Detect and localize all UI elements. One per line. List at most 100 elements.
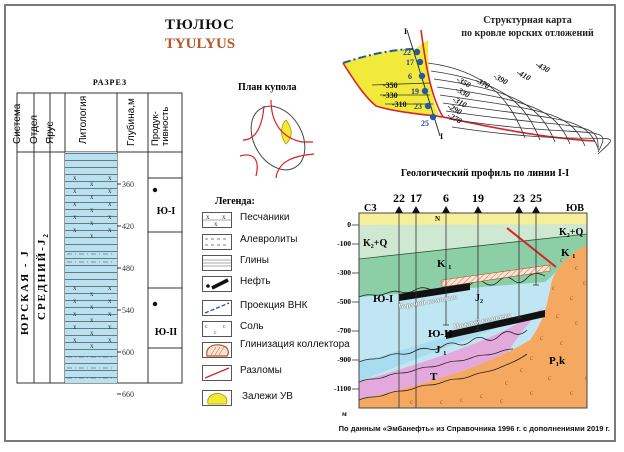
structure-map-title: Структурная карта по кровле юрских отлож… bbox=[440, 14, 615, 40]
sandstone-mark: x bbox=[90, 342, 94, 350]
dome-outline bbox=[250, 105, 306, 171]
salt-mark: c bbox=[575, 264, 578, 272]
map-well-label: 23 bbox=[414, 102, 422, 111]
contour-line bbox=[436, 86, 571, 145]
contour-line bbox=[439, 94, 586, 147]
map-well-19 bbox=[421, 87, 429, 95]
well-marker-icon bbox=[412, 206, 420, 213]
salt-mark: c bbox=[560, 256, 563, 264]
oil-pool-lower bbox=[446, 310, 545, 339]
well-marker-icon bbox=[395, 206, 403, 213]
sandstone-mark: x bbox=[90, 290, 94, 298]
sandstone-mark: x bbox=[73, 297, 77, 305]
layer-label-k2q-right: K₂+Q bbox=[559, 227, 584, 238]
salt-mark: c bbox=[440, 398, 443, 406]
fault-line bbox=[270, 99, 313, 143]
salt-icon: ccc bbox=[202, 321, 232, 337]
direction-nw: СЗ bbox=[364, 203, 377, 214]
legend-label: Алевролиты bbox=[240, 234, 298, 245]
profile-depth-label: -900 bbox=[337, 355, 351, 364]
contour-line bbox=[448, 118, 604, 153]
sandstone-mark: x bbox=[90, 232, 94, 240]
horizon-yu2: Ю-II bbox=[154, 327, 178, 338]
well-marker-icon bbox=[532, 206, 540, 213]
profile-border bbox=[358, 212, 588, 409]
sandstone-mark: x bbox=[73, 310, 77, 318]
contour-label: -310 bbox=[392, 100, 407, 109]
layer-label-n: N bbox=[435, 215, 441, 223]
salt-mark: c bbox=[530, 354, 533, 362]
field-title-ru: ТЮЛЮС bbox=[164, 17, 236, 33]
sandstone-mark: x bbox=[73, 200, 77, 208]
source-footnote: По данным «Эмбанефть» из Справочника 199… bbox=[338, 424, 610, 433]
salt-mark: c bbox=[560, 339, 563, 347]
lithology-fill bbox=[65, 152, 117, 383]
salt-mark: c bbox=[575, 319, 578, 327]
layer-label-k1: K ₁ bbox=[437, 258, 452, 270]
depth-unit: м bbox=[342, 410, 347, 418]
sandstone-mark: x bbox=[108, 200, 112, 208]
map-well-label: 6 bbox=[408, 72, 412, 81]
map-well-23 bbox=[424, 102, 432, 110]
svg-text:x: x bbox=[206, 213, 210, 221]
well-marker-icon bbox=[474, 206, 482, 213]
salt-mark: c bbox=[530, 389, 533, 397]
fault-line-east bbox=[420, 29, 444, 118]
fault-line bbox=[242, 105, 265, 141]
salt-mark: c bbox=[583, 279, 586, 287]
svg-text:x: x bbox=[214, 220, 218, 228]
svg-text:c: c bbox=[214, 330, 217, 336]
legend-label: Песчаники bbox=[240, 212, 290, 223]
profile-depth-label: 0 bbox=[347, 220, 351, 229]
structure-map: 22176192325-350-330-310-270-290-310-330-… bbox=[342, 29, 612, 155]
sandstone-mark: x bbox=[108, 284, 112, 292]
sandstone-mark: x bbox=[90, 219, 94, 227]
sandstone-mark: x bbox=[108, 297, 112, 305]
layer-label-j2: J₂ bbox=[475, 293, 483, 304]
salt-mark: c bbox=[585, 374, 588, 382]
sandstone-mark: x bbox=[90, 193, 94, 201]
contour-line bbox=[451, 126, 612, 155]
sandstone-mark: x bbox=[73, 284, 77, 292]
legend-label: Глинизация коллектора bbox=[240, 339, 350, 350]
hydrocarbon-deposit-icon bbox=[202, 390, 232, 406]
depth-tick-label: 360 bbox=[122, 180, 134, 189]
legend-label: Проекция ВНК bbox=[240, 300, 308, 311]
map-well-label: 25 bbox=[421, 119, 429, 128]
salt-mark: c bbox=[552, 284, 555, 292]
contour-line bbox=[433, 78, 556, 143]
reservoir-shaling-zone bbox=[441, 264, 551, 288]
depth-tick-label: 600 bbox=[122, 348, 134, 357]
contour-label: -330 bbox=[383, 91, 398, 100]
sandstone-mark: x bbox=[108, 174, 112, 182]
svg-text:c: c bbox=[205, 324, 208, 330]
dome-plan-title: План купола bbox=[238, 82, 297, 93]
profile-well-label: 19 bbox=[472, 191, 484, 205]
salt-mark: c bbox=[540, 334, 543, 342]
clay-icon bbox=[202, 255, 232, 271]
depth-tick-label: 660 bbox=[122, 390, 134, 399]
map-wells bbox=[413, 48, 437, 121]
sandstone-mark: x bbox=[108, 310, 112, 318]
profile-well-label: 6 bbox=[443, 191, 449, 205]
legend-title: Легенда: bbox=[215, 196, 255, 207]
siltstone-icon bbox=[202, 234, 232, 250]
layer-label-p1k: P₁k bbox=[549, 355, 566, 367]
sandstone-mark: x bbox=[90, 180, 94, 188]
salt-mark: c bbox=[410, 398, 413, 406]
sandstone-mark: x bbox=[90, 303, 94, 311]
salt-mark: c bbox=[480, 392, 483, 400]
legend-label: Глины bbox=[240, 255, 269, 266]
contour-lines bbox=[427, 62, 612, 155]
owc-projection-line bbox=[342, 48, 416, 64]
profile-well-label: 25 bbox=[530, 191, 542, 205]
sandstone-mark: x bbox=[73, 213, 77, 221]
structure-map-title-line1: Структурная карта bbox=[483, 15, 572, 26]
sandstone-mark: x bbox=[108, 213, 112, 221]
